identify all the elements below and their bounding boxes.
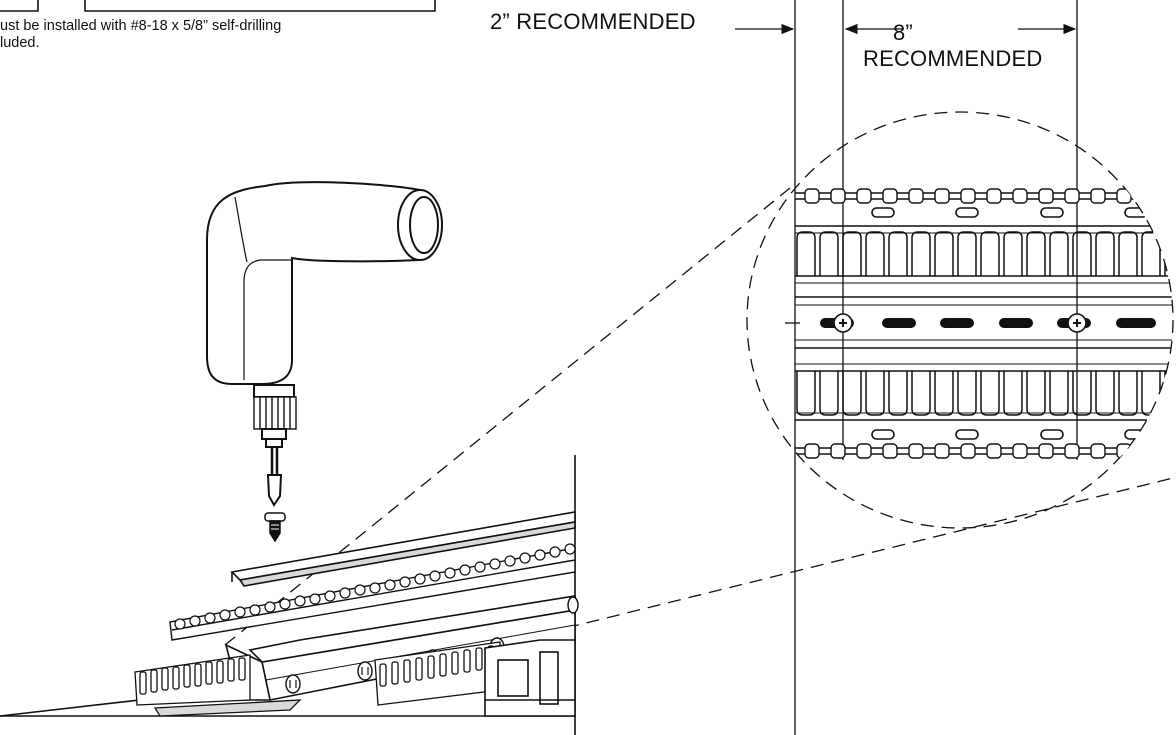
dimension-2in-label: 2” RECOMMENDED <box>490 9 696 34</box>
dimension-8in-label: RECOMMENDED <box>863 46 1043 71</box>
magnified-strip <box>785 188 1173 459</box>
screw-head-1 <box>833 313 853 333</box>
top-angle-rail <box>230 511 576 587</box>
lower-comb-right <box>374 641 501 706</box>
dimension-8in-value: 8” <box>893 20 913 45</box>
dimension-lines <box>735 0 1078 735</box>
lower-comb-left <box>134 654 302 717</box>
magnifier-circle <box>746 111 1174 529</box>
screwdriver-icon <box>206 181 443 507</box>
bracket-clip <box>484 639 576 717</box>
note-line-2: luded. <box>0 35 40 51</box>
leader-lines <box>224 187 1174 646</box>
note-line-1: ust be installed with #8-18 x 5/8” self-… <box>0 18 282 34</box>
beaded-rail <box>169 543 576 641</box>
installation-note: ust be installed with #8-18 x 5/8” self-… <box>0 18 281 52</box>
screw-head-2 <box>1067 313 1087 333</box>
header-boxes <box>0 0 436 12</box>
screw-icon <box>264 512 286 543</box>
